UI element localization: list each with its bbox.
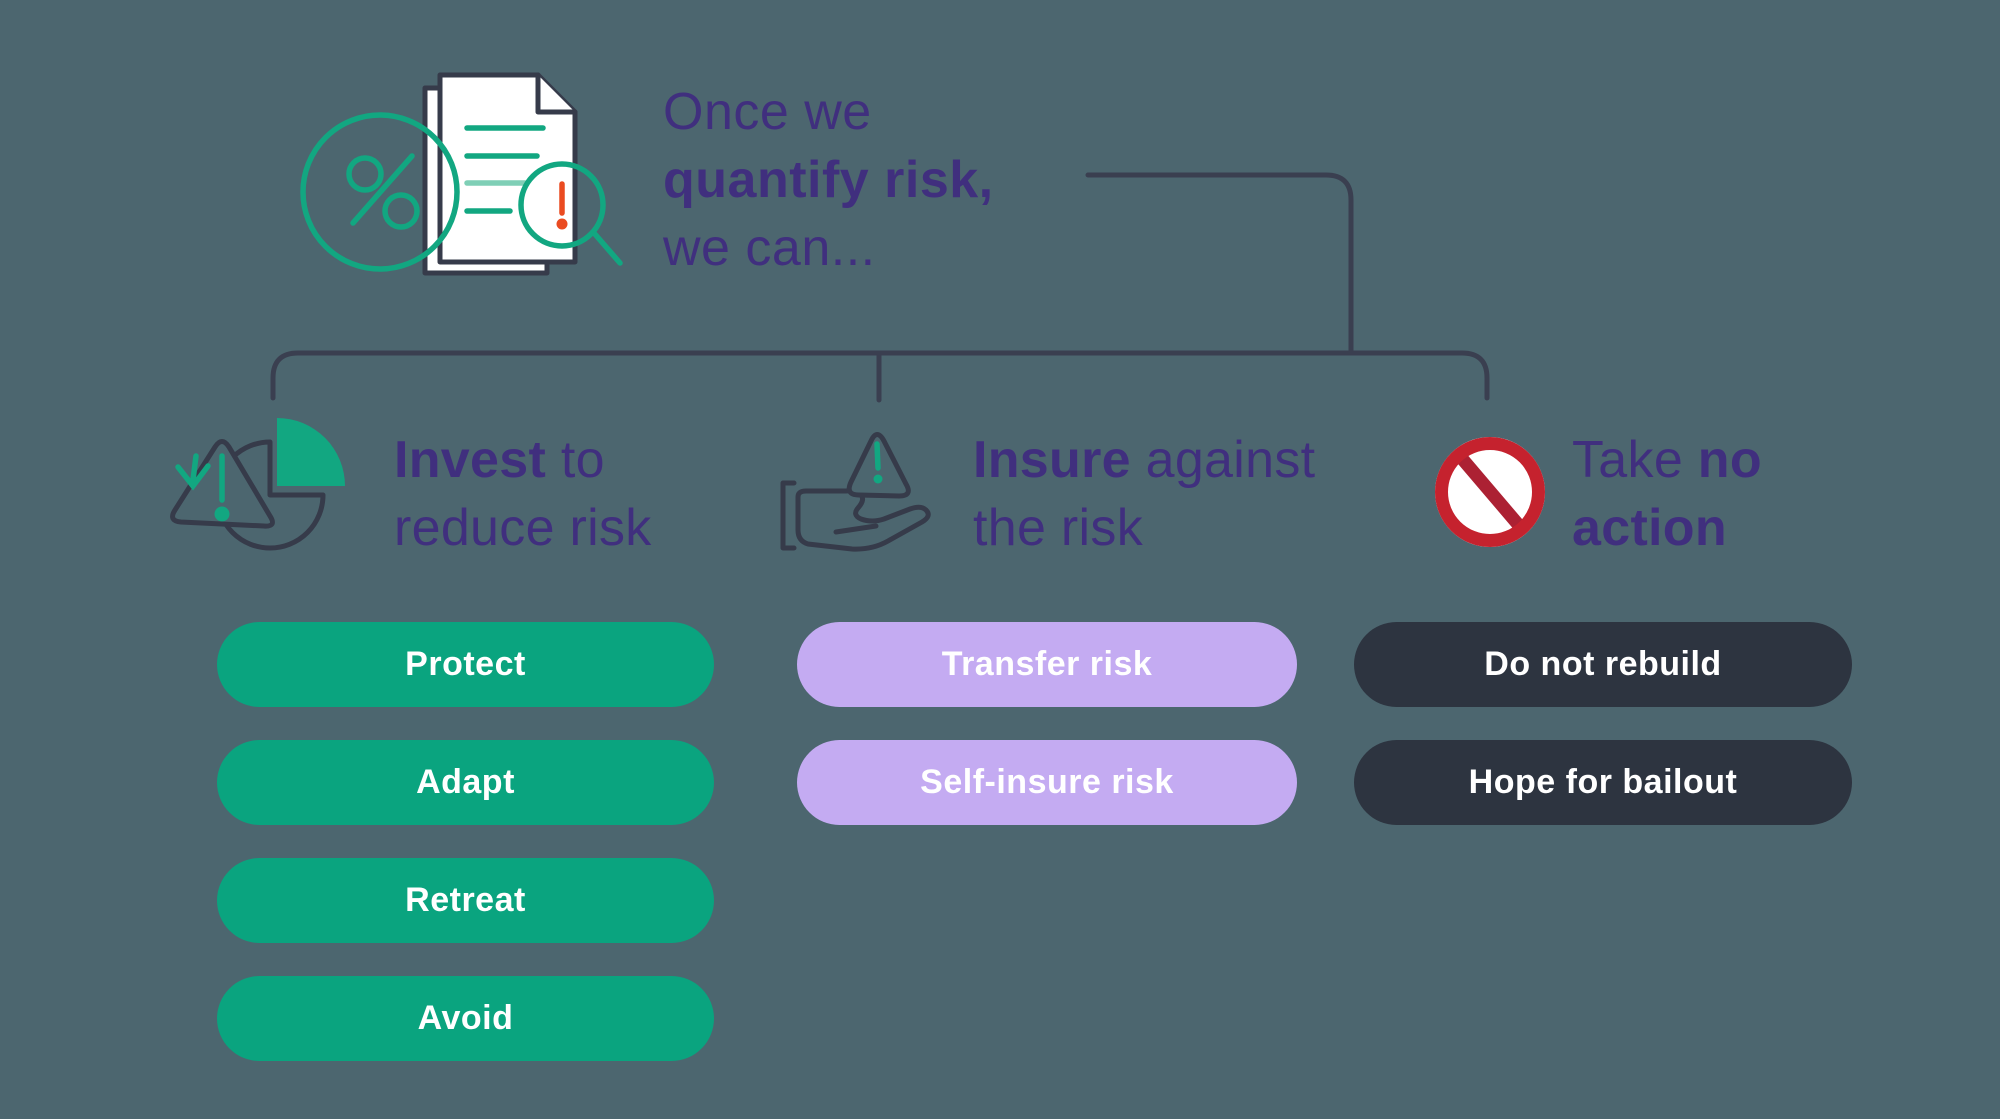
magnifier-lens [518, 161, 606, 249]
prohibition-ring [1435, 437, 1545, 547]
title-line-2: action [1572, 494, 1762, 562]
prohibition-icon [1435, 437, 1545, 547]
header-line-3: we can... [663, 219, 876, 277]
open-hand [795, 488, 931, 552]
title-line-2: the risk [973, 494, 1315, 562]
title-line-2: reduce risk [394, 494, 652, 562]
pill-invest-0: Protect [217, 622, 714, 707]
pill-insure-0: Transfer risk [797, 622, 1297, 707]
header-line-1: Once we [663, 83, 872, 141]
pill-no-action-0: Do not rebuild [1354, 622, 1852, 707]
title-rest: the risk [973, 499, 1144, 557]
pill-insure-1: Self-insure risk [797, 740, 1297, 825]
title-rest: Take [1572, 431, 1698, 489]
pill-invest-2: Retreat [217, 858, 714, 943]
branch-title-insure: Insure against the risk [973, 426, 1315, 562]
hand-warning-triangle-icon [780, 432, 931, 552]
down-arrow-icon [175, 453, 211, 491]
triangle-exclamation-icon [214, 453, 230, 522]
header-line-2: quantify risk, [663, 151, 994, 209]
connector-top [1085, 172, 1354, 356]
magnifier-handle [591, 230, 623, 266]
branch-title-invest: Invest to reduce risk [394, 426, 652, 562]
title-bold: Insure [973, 431, 1131, 489]
prohibition-slash [1454, 450, 1527, 534]
alert-exclamation-icon [556, 181, 568, 230]
branch-title-no-action: Take no action [1572, 426, 1762, 562]
title-bold: Invest [394, 431, 547, 489]
document-text-lines [464, 125, 546, 214]
percent-symbol [346, 153, 420, 230]
document-fold-corner [535, 72, 578, 115]
title-line-1: Invest to [394, 426, 652, 494]
triangle-exclamation-icon [873, 441, 883, 484]
document-front-sheet [437, 72, 578, 265]
hand-crease [833, 523, 879, 535]
pill-no-action-1: Hope for bailout [1354, 740, 1852, 825]
title-rest: against [1130, 431, 1316, 489]
title-bold: action [1572, 499, 1727, 557]
document-percent-alert-icon [300, 72, 623, 276]
pie-quarter [277, 418, 345, 486]
percent-circle [300, 112, 460, 272]
pill-invest-3: Avoid [217, 976, 714, 1061]
title-rest: reduce risk [394, 499, 652, 557]
title-rest: to [546, 431, 605, 489]
warning-triangle-pie-chart-icon [170, 418, 345, 551]
connector-lines [270, 172, 1490, 403]
title-line-1: Insure against [973, 426, 1315, 494]
pill-invest-1: Adapt [217, 740, 714, 825]
title-line-1: Take no [1572, 426, 1762, 494]
bracket-shape [780, 480, 797, 551]
header-text: Once we quantify risk, we can... [663, 78, 994, 282]
title-bold: no [1697, 431, 1762, 489]
